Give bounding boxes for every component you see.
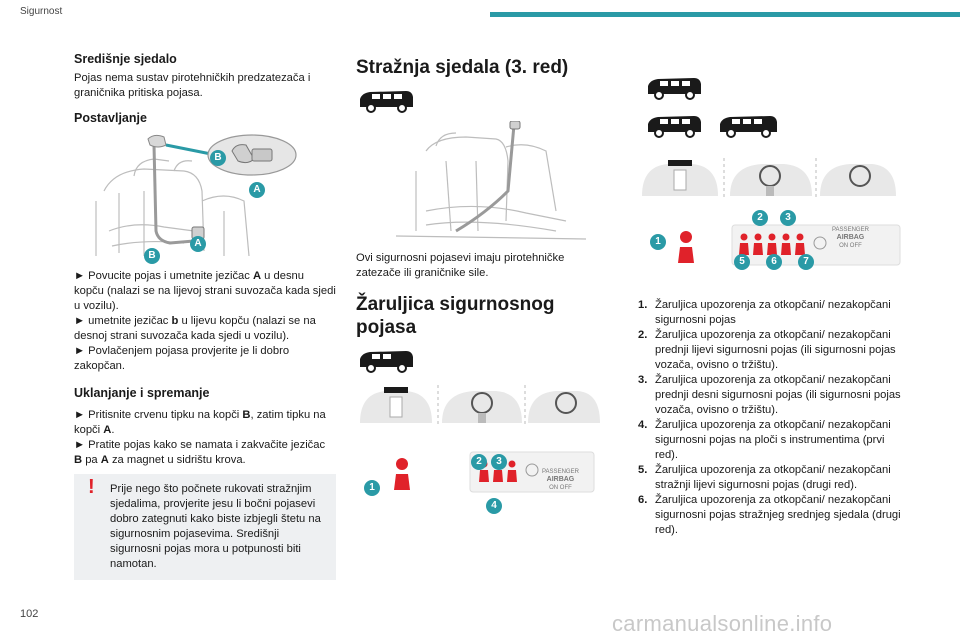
heading-removal: Uklanjanje i spremanje bbox=[74, 386, 210, 400]
callout-5: 5 bbox=[734, 254, 750, 270]
callout-7: 7 bbox=[798, 254, 814, 270]
instrument-cluster-variants bbox=[642, 158, 896, 200]
list-item: 6.Žaruljica upozorenja za otkopčani/ nez… bbox=[638, 494, 901, 536]
callout-4: 4 bbox=[486, 498, 502, 514]
fitting-steps: ► Povucite pojas i umetnite jezičac A u … bbox=[74, 270, 336, 372]
callout-a-bottom: A bbox=[190, 236, 206, 252]
seat-belt-icon bbox=[678, 231, 694, 263]
heading-central-seat: Središnje sjedalo bbox=[74, 52, 177, 66]
callout-2: 2 bbox=[752, 210, 768, 226]
van-icon bbox=[648, 116, 701, 138]
heading-seat-belt-warning: Žaruljica sigurnosnog pojasa bbox=[356, 294, 555, 338]
panel-text-col2: PASSENGER AIRBAG ON OFF bbox=[542, 469, 579, 491]
callout-a-top: A bbox=[249, 182, 265, 198]
warning-text: Prije nego što počnete rukovati stražnji… bbox=[110, 483, 321, 570]
removal-steps: ► Pritisnite crvenu tipku na kopči B, za… bbox=[74, 409, 326, 466]
van-icon bbox=[360, 91, 413, 113]
rear-seats-text: Ovi sigurnosni pojasevi imaju pirotehnič… bbox=[356, 252, 565, 279]
column-rear-seats: Stražnja sjedala (3. red) Ovi sigurnosni… bbox=[356, 52, 601, 515]
watermark: carmanualsonline.info bbox=[612, 611, 833, 636]
running-header: Sigurnost bbox=[20, 6, 63, 17]
instrument-cluster-icon bbox=[360, 387, 432, 423]
steering-wheel-icon bbox=[730, 164, 812, 196]
list-item: 1.Žaruljica upozorenja za otkopčani/ nez… bbox=[638, 299, 891, 326]
callout-1: 1 bbox=[364, 480, 380, 496]
list-item: 5.Žaruljica upozorenja za otkopčani/ nez… bbox=[638, 464, 891, 491]
heading-rear-seats: Stražnja sjedala (3. red) bbox=[356, 57, 569, 78]
warning-box: ! Prije nego što počnete rukovati stražn… bbox=[74, 474, 336, 580]
callout-2: 2 bbox=[471, 454, 487, 470]
instrument-cluster-icon bbox=[642, 160, 718, 196]
callout-b-top: B bbox=[210, 150, 226, 166]
column-warning-lamps: 1 2 3 5 6 7 PASSENGER AIRBAG ON OFF 1.Ža… bbox=[638, 28, 908, 538]
panel-text-col3: PASSENGER AIRBAG ON OFF bbox=[832, 227, 869, 249]
warning-lamp-list: 1.Žaruljica upozorenja za otkopčani/ nez… bbox=[638, 298, 908, 538]
central-seat-belt-illustration bbox=[95, 134, 297, 257]
seat-belt-icon bbox=[394, 458, 410, 490]
van-icon bbox=[720, 116, 777, 138]
warning-icon: ! bbox=[88, 476, 95, 498]
callout-1: 1 bbox=[650, 234, 666, 250]
steering-wheel-icon bbox=[820, 164, 896, 196]
steering-wheel-icon bbox=[528, 391, 600, 423]
callout-6: 6 bbox=[766, 254, 782, 270]
rear-seat-belt-illustration bbox=[395, 121, 587, 240]
heading-fitting: Postavljanje bbox=[74, 111, 147, 125]
instrument-cluster-variants bbox=[360, 385, 600, 427]
list-item: 2.Žaruljica upozorenja za otkopčani/ nez… bbox=[638, 329, 896, 371]
van-icon bbox=[360, 351, 413, 373]
list-item: 4.Žaruljica upozorenja za otkopčani/ nez… bbox=[638, 419, 891, 461]
column-central-seat: Središnje sjedalo Pojas nema sustav piro… bbox=[74, 52, 336, 580]
callout-b-bottom: B bbox=[144, 248, 160, 264]
steering-wheel-icon bbox=[442, 391, 522, 423]
list-item: 3.Žaruljica upozorenja za otkopčani/ nez… bbox=[638, 374, 901, 416]
page-number: 102 bbox=[20, 608, 39, 620]
intro-text: Pojas nema sustav pirotehničkih predzate… bbox=[74, 72, 311, 99]
seat-belt-warning-panel bbox=[678, 224, 901, 266]
callout-3: 3 bbox=[491, 454, 507, 470]
header-accent-bar bbox=[490, 12, 960, 17]
van-icon bbox=[648, 78, 701, 100]
callout-3: 3 bbox=[780, 210, 796, 226]
